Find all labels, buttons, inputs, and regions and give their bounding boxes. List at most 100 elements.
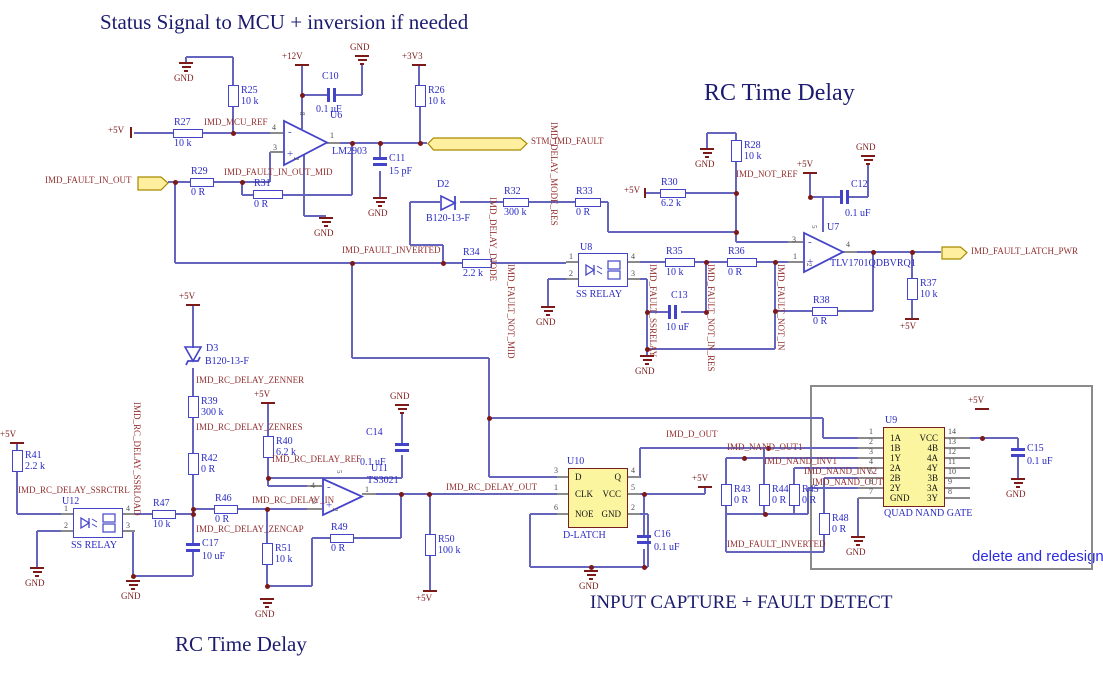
resistor-R26[interactable] [415, 85, 426, 107]
cap-plate [1011, 454, 1025, 457]
resistor-R49[interactable] [330, 534, 354, 543]
power-flag-label[interactable]: +5V [900, 321, 917, 331]
resistor-R31[interactable] [253, 190, 283, 199]
net-label-vertical[interactable]: IMD_FAULT_NOT_MID [506, 264, 516, 359]
net-label-vertical[interactable]: IMD_FAULT_SSRELAY [648, 264, 658, 358]
ic-pin-number: 6 [554, 503, 558, 512]
resistor-R46[interactable] [214, 505, 238, 514]
resistor-R42[interactable] [188, 453, 199, 475]
net-label[interactable]: IMD_MCU_REF [204, 117, 268, 127]
resistor-R36[interactable] [727, 258, 757, 267]
net-label[interactable]: IMD_NAND_INV1 [764, 456, 837, 466]
resistor-value: 2.2 k [463, 268, 483, 279]
resistor-R51[interactable] [262, 543, 273, 565]
net-label-vertical[interactable]: IMD_FAULT_NOT_IN_RES [706, 264, 716, 372]
net-label[interactable]: IMD_NAND_INV2 [804, 466, 877, 476]
net-label[interactable]: IMD_FAULT_INVERTED [342, 245, 441, 255]
resistor-ref: R42 [201, 453, 218, 464]
title-rc-time-delay-bottom: RC Time Delay [175, 632, 307, 656]
power-flag-label[interactable]: +5V [692, 473, 709, 483]
power-flag-label[interactable]: +5V [797, 159, 814, 169]
power-flag-label[interactable]: +5V [254, 389, 271, 399]
title-status-signal: Status Signal to MCU + inversion if need… [100, 10, 469, 34]
power-flag-label[interactable]: +5V [0, 429, 17, 439]
resistor-R40[interactable] [263, 436, 274, 458]
hier-tag-IMD_FAULT_IN_OUT[interactable] [137, 176, 170, 192]
resistor-R41[interactable] [12, 450, 23, 472]
power-flag-label[interactable]: +3V3 [402, 51, 423, 61]
junction-dot [641, 564, 647, 570]
wire [530, 513, 557, 515]
power-flag-label[interactable]: +12V [282, 51, 303, 61]
resistor-R27[interactable] [173, 129, 203, 138]
net-label[interactable]: IMD_RC_DELAY_ZENNER [196, 375, 305, 385]
resistor-R37[interactable] [907, 278, 918, 300]
diode-D2[interactable] [440, 194, 466, 221]
junction-dot [440, 260, 446, 266]
resistor-ref: R33 [576, 186, 593, 197]
pin-stub [566, 278, 578, 280]
resistor-R38[interactable] [812, 307, 838, 316]
resistor-R29[interactable] [190, 178, 214, 187]
net-label[interactable]: IMD_RC_DELAY_IN [252, 495, 335, 505]
resistor-R50[interactable] [425, 534, 436, 556]
resistor-R45[interactable] [789, 484, 800, 506]
power-flag-label[interactable]: +5V [108, 125, 125, 135]
junction-dot [733, 229, 739, 235]
relay-pin-number: 3 [126, 521, 130, 530]
power-flag-label[interactable]: +5V [416, 593, 433, 603]
opamp-U7[interactable]: -+ [803, 231, 846, 274]
resistor-ref: R36 [728, 246, 745, 257]
cap-plate [846, 190, 849, 204]
net-label[interactable]: IMD_NOT_REF [736, 169, 798, 179]
wire [848, 196, 868, 198]
wire [695, 261, 727, 263]
net-label[interactable]: IMD_RC_DELAY_ZENCAP [196, 524, 304, 534]
net-label[interactable]: IMD_RC_DELAY_SSRCTRL [18, 485, 130, 495]
resistor-R34[interactable] [462, 259, 492, 268]
net-label[interactable]: IMD_NAND_OUT1 [727, 442, 803, 452]
relay-U12[interactable] [73, 508, 123, 538]
power-flag-label[interactable]: +5V [968, 395, 985, 405]
resistor-R32[interactable] [503, 198, 529, 207]
resistor-R43[interactable] [721, 484, 732, 506]
resistor-R25[interactable] [228, 85, 239, 107]
resistor-R44[interactable] [759, 484, 770, 506]
resistor-ref: R49 [331, 522, 348, 533]
resistor-R28[interactable] [731, 140, 742, 162]
junction-dot [703, 309, 709, 315]
opamp-U6[interactable]: -+ [283, 119, 329, 167]
junction-dot [130, 573, 136, 579]
net-label[interactable]: IMD_FAULT_INVERTED [727, 539, 826, 549]
ic-U10[interactable] [568, 468, 628, 528]
diode-D3[interactable] [183, 346, 210, 372]
net-label-vertical[interactable]: IMD_DELAY_DIODE [488, 197, 498, 282]
power-flag-label[interactable]: +5V [179, 291, 196, 301]
hier-tag-IMD_FAULT_LATCH_PWR[interactable] [941, 246, 969, 261]
power-flag-label[interactable]: +5V [624, 185, 641, 195]
wire [266, 565, 268, 586]
opamp-U11[interactable]: -+ [322, 477, 365, 517]
resistor-R48[interactable] [819, 513, 830, 535]
ic-pin-name: GND [601, 509, 622, 519]
ic-pin-name: NOE [575, 509, 594, 519]
resistor-R35[interactable] [665, 258, 695, 267]
net-label[interactable]: IMD_FAULT_IN_OUT_MID [224, 167, 333, 177]
net-label[interactable]: IMD_RC_DELAY_OUT [446, 482, 538, 492]
resistor-R33[interactable] [575, 198, 601, 207]
resistor-R47[interactable] [152, 510, 176, 519]
net-label[interactable]: IMD_D_OUT [666, 429, 718, 439]
hier-tag-STM_IMD_FAULT[interactable] [427, 137, 529, 152]
net-label[interactable]: IMD_RC_DELAY_REF [272, 454, 362, 464]
resistor-R39[interactable] [188, 396, 199, 418]
resistor-R30[interactable] [660, 189, 686, 198]
ic-U9[interactable] [883, 427, 945, 507]
wire [736, 241, 788, 243]
net-label[interactable]: IMD_RC_DELAY_ZENRES [196, 422, 303, 432]
net-label-vertical[interactable]: IMD_FAULT_NOT_IN [776, 264, 786, 351]
junction-dot [807, 194, 813, 200]
net-label[interactable]: IMD_NAND_OUT2 [812, 477, 888, 487]
net-label-vertical[interactable]: IMD_RC_DELAY_SSRLOAD [132, 402, 142, 516]
wire [192, 306, 194, 348]
wire [176, 513, 193, 515]
